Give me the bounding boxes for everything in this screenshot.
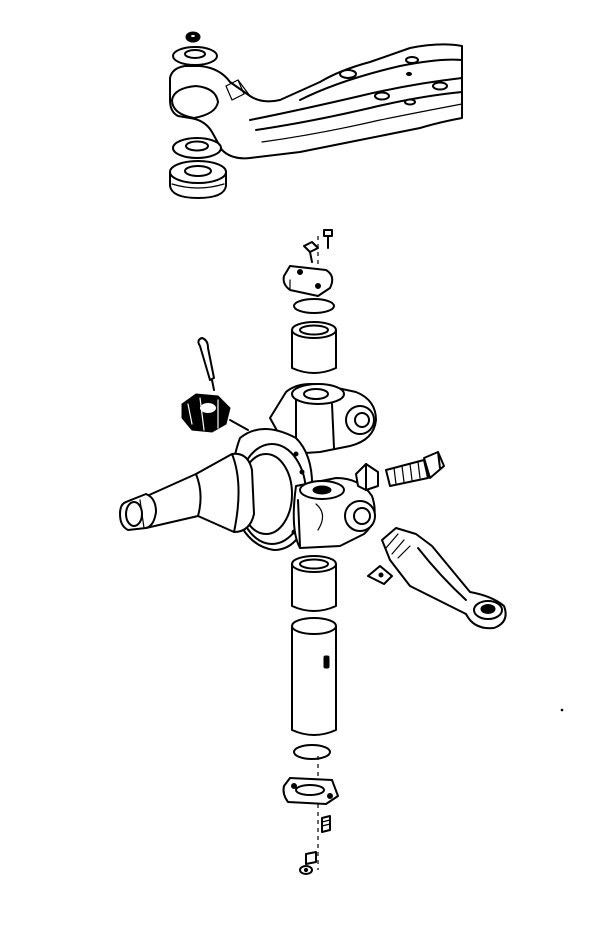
grease-fitting <box>304 242 318 262</box>
lower-bushing <box>292 556 336 611</box>
upper-bushing <box>292 322 336 373</box>
king-pin <box>292 618 336 735</box>
upper-nut <box>186 32 200 42</box>
axle-beam-end <box>170 44 462 158</box>
cap-bolt <box>324 230 332 248</box>
spindle <box>120 454 254 532</box>
lower-grease-fitting <box>300 852 316 874</box>
lock-pin-sleeve <box>356 464 378 490</box>
lower-spacer-washer <box>173 138 221 158</box>
cotter-pin <box>198 338 214 390</box>
upper-gasket <box>294 299 334 313</box>
lower-cap-bolt <box>322 816 330 832</box>
lower-cap <box>284 778 339 804</box>
woodruff-key <box>368 566 392 584</box>
steering-knuckle <box>232 384 376 550</box>
steering-arm <box>382 528 506 628</box>
upper-cap <box>284 266 333 296</box>
upper-spacer-washer <box>173 47 217 65</box>
lock-pin-bolt <box>386 452 444 486</box>
scan-speck <box>561 709 563 711</box>
castle-nut <box>182 394 248 432</box>
lower-gasket <box>294 745 330 759</box>
thrust-bearing <box>170 161 226 198</box>
